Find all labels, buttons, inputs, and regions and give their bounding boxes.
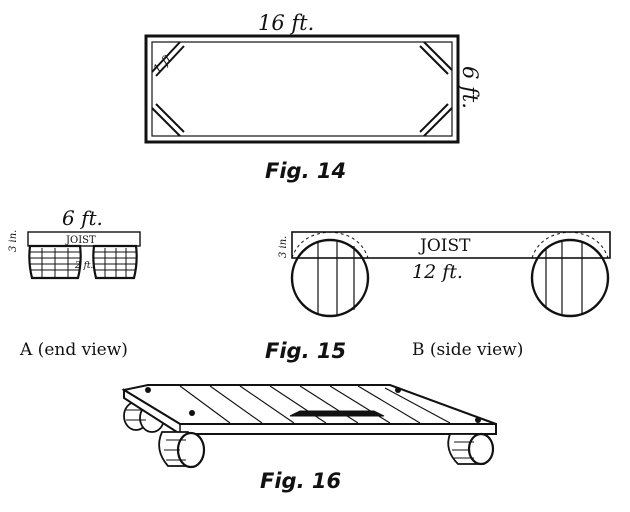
fig14-corner-braces	[151, 41, 453, 137]
fig14-caption: Fig. 14	[265, 159, 346, 183]
fig16-dolly	[121, 384, 497, 469]
fig15a-height-dimension: 3 in.	[8, 230, 19, 252]
fig15b-view-label: B (side view)	[412, 340, 523, 360]
fig14-top-dimension: 16 ft.	[258, 11, 314, 35]
fig15b-length-dimension: 12 ft.	[412, 261, 463, 283]
fig15a-right-roller	[92, 244, 138, 280]
fig16-planks	[179, 385, 451, 424]
fig15b-joist-label: JOIST	[418, 236, 471, 256]
fig15a-width-dimension: 6 ft.	[62, 206, 103, 230]
fig15b-left-wheel	[290, 231, 370, 318]
fig15a-joist-label: JOIST	[65, 235, 96, 246]
fig15b-right-wheel	[530, 231, 610, 318]
fig16-handle-slot	[289, 410, 385, 417]
fig16-front-right-roller	[447, 432, 495, 466]
fig14-corner-dimension: 1 ft.	[150, 49, 177, 76]
fig15-caption: Fig. 15	[265, 339, 346, 363]
fig14-frame	[144, 34, 460, 144]
fig15a-left-roller	[28, 244, 82, 280]
fig15b-height-dimension: 3 in.	[278, 236, 289, 258]
fig15a-wheel-dimension: 2 ft.	[74, 261, 94, 271]
fig15b-side-view	[290, 231, 611, 318]
fig16-caption: Fig. 16	[260, 469, 341, 493]
fig16-bolts	[145, 387, 481, 423]
fig15a-end-view	[27, 231, 141, 280]
fig14-side-dimension: 6 ft.	[458, 66, 482, 109]
fig15a-view-label: A (end view)	[19, 340, 128, 360]
fig16-front-left-roller	[158, 431, 206, 469]
